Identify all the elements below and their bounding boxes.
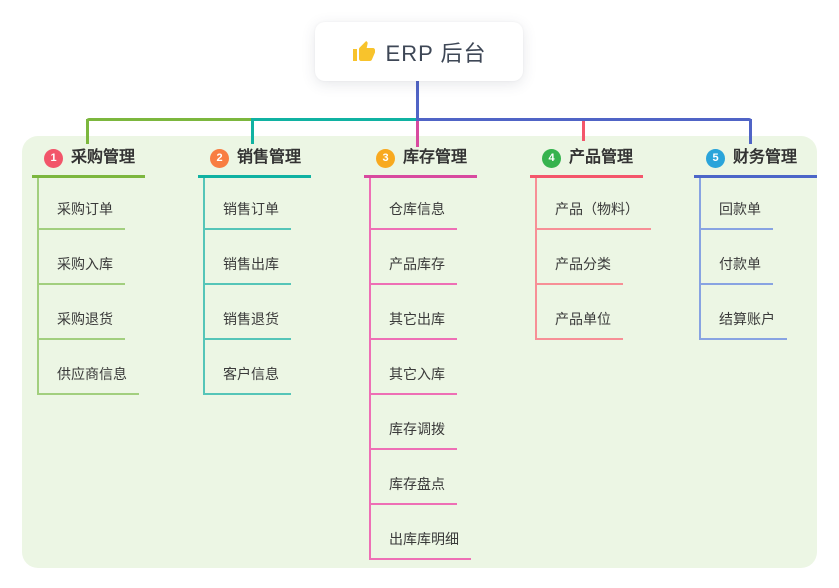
node-label: 其它入库 [389,366,445,382]
node-label: 客户信息 [223,366,279,382]
drop-line-inventory [416,121,419,147]
node-label: 供应商信息 [57,366,127,382]
branch-trunk-line [369,176,371,560]
node-product-stock[interactable]: 产品库存 [369,254,457,285]
node-label: 库存调拨 [389,421,445,437]
node-purchase-return[interactable]: 采购退货 [37,309,125,340]
node-other-outbound[interactable]: 其它出库 [369,309,457,340]
branch-label: 财务管理 [733,149,798,166]
branch-trunk-line [37,176,39,395]
bus-line-finance [416,118,752,121]
node-purchase-order[interactable]: 采购订单 [37,199,125,230]
node-label: 产品单位 [555,311,611,327]
node-label: 销售订单 [223,201,279,217]
node-label: 回款单 [719,201,761,217]
branch-number-badge: 5 [706,148,725,168]
node-outbound-detail[interactable]: 出库库明细 [369,529,471,560]
node-receipt-order[interactable]: 回款单 [699,199,773,230]
branch-label: 销售管理 [237,149,302,166]
node-label: 库存盘点 [389,476,445,492]
drop-line-finance [749,119,752,144]
node-stock-transfer[interactable]: 库存调拨 [369,419,457,450]
node-sales-outbound[interactable]: 销售出库 [203,254,291,285]
thumbs-up-icon [352,40,375,61]
branch-number-badge: 2 [210,148,229,168]
node-label: 采购入库 [57,256,113,272]
branch-trunk-line [535,176,537,340]
branch-header-inventory[interactable]: 3 库存管理 [364,147,477,178]
branch-trunk-line [699,176,701,340]
node-stock-count[interactable]: 库存盘点 [369,474,457,505]
node-label: 销售出库 [223,256,279,272]
branch-number-badge: 3 [376,148,395,168]
node-purchase-inbound[interactable]: 采购入库 [37,254,125,285]
node-label: 产品分类 [555,256,611,272]
branch-header-product[interactable]: 4 产品管理 [530,147,643,178]
node-label: 其它出库 [389,311,445,327]
node-label: 产品（物料） [555,201,639,217]
node-payment-order[interactable]: 付款单 [699,254,773,285]
drop-line-sales [251,121,254,144]
branch-label: 采购管理 [71,149,136,166]
branch-label: 产品管理 [569,149,634,166]
branch-header-sales[interactable]: 2 销售管理 [198,147,311,178]
node-label: 采购订单 [57,201,113,217]
node-settlement-account[interactable]: 结算账户 [699,309,787,340]
bus-line-purchase [86,118,253,121]
node-label: 出库库明细 [389,531,459,547]
branch-header-purchase[interactable]: 1 采购管理 [32,147,145,178]
branch-number-badge: 1 [44,148,63,168]
root-title: ERP 后台 [385,40,487,66]
node-label: 付款单 [719,256,761,272]
node-product-material[interactable]: 产品（物料） [535,199,651,230]
branch-label: 库存管理 [403,149,468,166]
node-label: 销售退货 [223,311,279,327]
node-label: 结算账户 [719,311,775,327]
node-label: 仓库信息 [389,201,445,217]
branch-header-finance[interactable]: 5 财务管理 [694,147,817,178]
drop-line-product [582,121,585,141]
node-product-unit[interactable]: 产品单位 [535,309,623,340]
root-node[interactable]: ERP 后台 [315,22,523,81]
root-connector-line [416,80,419,119]
branches-panel [22,136,817,568]
bus-line-sales [251,118,418,121]
branch-number-badge: 4 [542,148,561,168]
node-warehouse-info[interactable]: 仓库信息 [369,199,457,230]
node-customer-info[interactable]: 客户信息 [203,364,291,395]
node-product-category[interactable]: 产品分类 [535,254,623,285]
node-sales-order[interactable]: 销售订单 [203,199,291,230]
node-label: 产品库存 [389,256,445,272]
branch-trunk-line [203,176,205,395]
node-supplier-info[interactable]: 供应商信息 [37,364,139,395]
drop-line-purchase [86,119,89,144]
node-sales-return[interactable]: 销售退货 [203,309,291,340]
node-label: 采购退货 [57,311,113,327]
node-other-inbound[interactable]: 其它入库 [369,364,457,395]
